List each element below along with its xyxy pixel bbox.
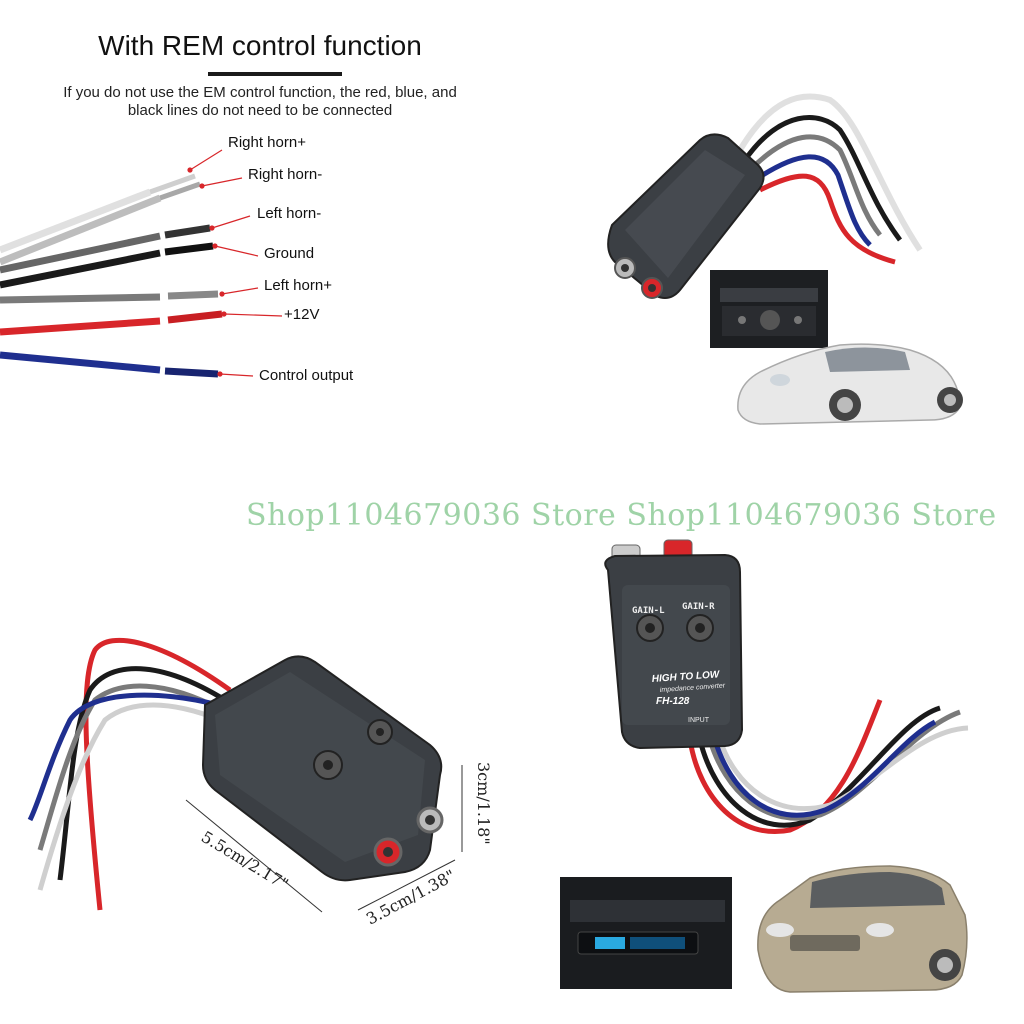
silver-car-photo	[737, 343, 963, 425]
label-left-horn-plus: Left horn+	[264, 277, 332, 294]
dimension-height-label: 3cm/1.18"	[474, 762, 493, 845]
input-label: INPUT	[688, 717, 710, 724]
page-subtitle: If you do not use the EM control functio…	[30, 84, 490, 120]
label-left-horn-minus: Left horn-	[257, 205, 322, 222]
converter-front-image	[604, 539, 969, 834]
page-title: With REM control function	[98, 30, 422, 61]
subtitle-line-2: black lines do not need to be connected	[127, 102, 393, 119]
label-right-horn-plus: Right horn+	[228, 134, 306, 151]
wire-ground	[0, 242, 214, 289]
dashboard-photo-bottom	[560, 877, 732, 989]
gold-sedan-photo	[757, 865, 968, 993]
wire-right-horn-plus	[0, 173, 196, 254]
label-ground: Ground	[264, 245, 315, 262]
wire-left-horn-plus	[0, 290, 219, 304]
converter-top-image	[607, 93, 923, 299]
label-plus-12v: +12V	[284, 306, 320, 323]
dashboard-photo-top	[710, 270, 828, 348]
wire-plus-12v	[0, 310, 223, 336]
title-underline	[208, 72, 342, 76]
converter-dimension-image	[27, 637, 463, 913]
store-watermark: Shop1104679036 Store Shop1104679036 Stor…	[246, 498, 997, 533]
subtitle-line-1: If you do not use the EM control functio…	[63, 84, 457, 101]
model-label: FH-128	[656, 696, 690, 707]
label-control-output: Control output	[259, 367, 354, 384]
wire-control-output	[0, 351, 219, 378]
label-pointers	[187, 149, 283, 377]
brand-line-2: impedance converter	[660, 682, 726, 694]
brand-line-1: HIGH TO LOW	[651, 669, 721, 685]
gain-left-label: GAIN-L	[632, 606, 665, 616]
label-right-horn-minus: Right horn-	[248, 166, 323, 183]
wire-left-horn-minus	[0, 224, 211, 274]
gain-right-label: GAIN-R	[682, 602, 715, 612]
wire-right-horn-minus	[0, 181, 201, 266]
